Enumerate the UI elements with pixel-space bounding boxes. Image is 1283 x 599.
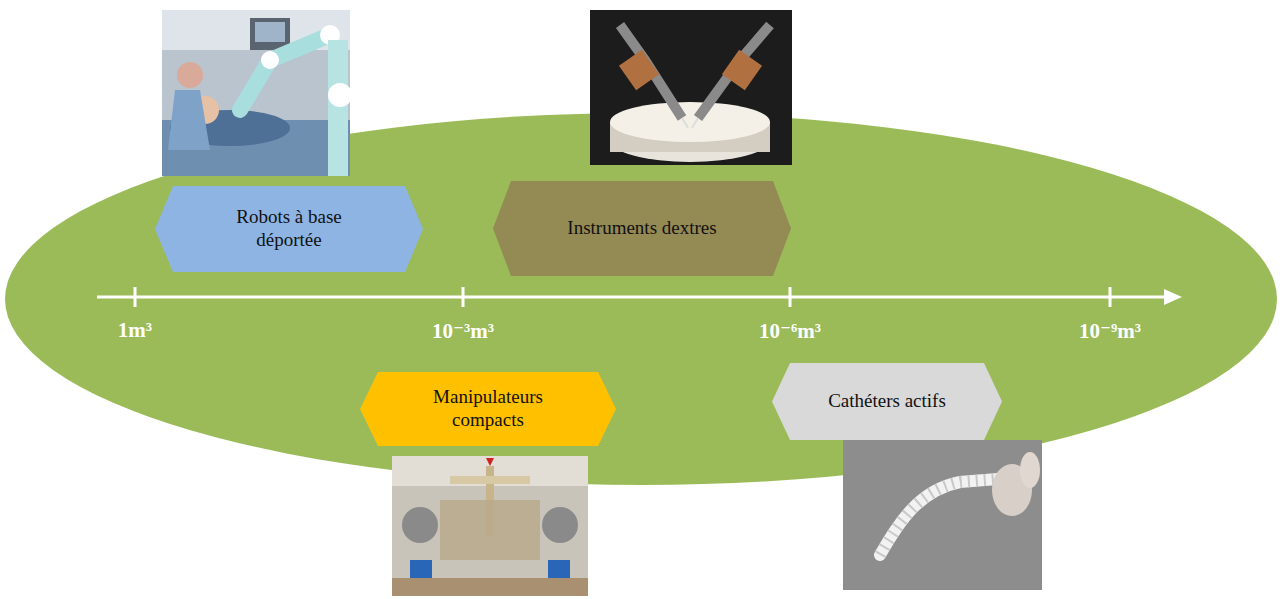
scale-axis — [97, 287, 1182, 307]
manipulator-photo — [392, 456, 588, 596]
scale-label: 10⁻³m³ — [432, 318, 494, 344]
arrow-band: Robots à base déportée — [155, 186, 423, 272]
band-label: Manipulateurs compacts — [408, 386, 568, 432]
arrow-band: Manipulateurs compacts — [360, 372, 616, 446]
scale-label: 1m³ — [118, 318, 152, 343]
catheter-photo — [843, 440, 1042, 590]
green-ellipse — [5, 113, 1277, 485]
scale-label: 10⁻⁶m³ — [759, 318, 821, 344]
scale-label: 10⁻⁹m³ — [1079, 318, 1141, 344]
arrow-band: Cathéters actifs — [772, 363, 1002, 440]
arrow-band: Instruments dextres — [493, 181, 791, 276]
band-label: Instruments dextres — [567, 217, 717, 240]
robot-photo — [162, 10, 352, 176]
band-label: Robots à base déportée — [209, 206, 369, 252]
band-label: Cathéters actifs — [827, 390, 947, 413]
instruments-photo — [590, 10, 792, 165]
